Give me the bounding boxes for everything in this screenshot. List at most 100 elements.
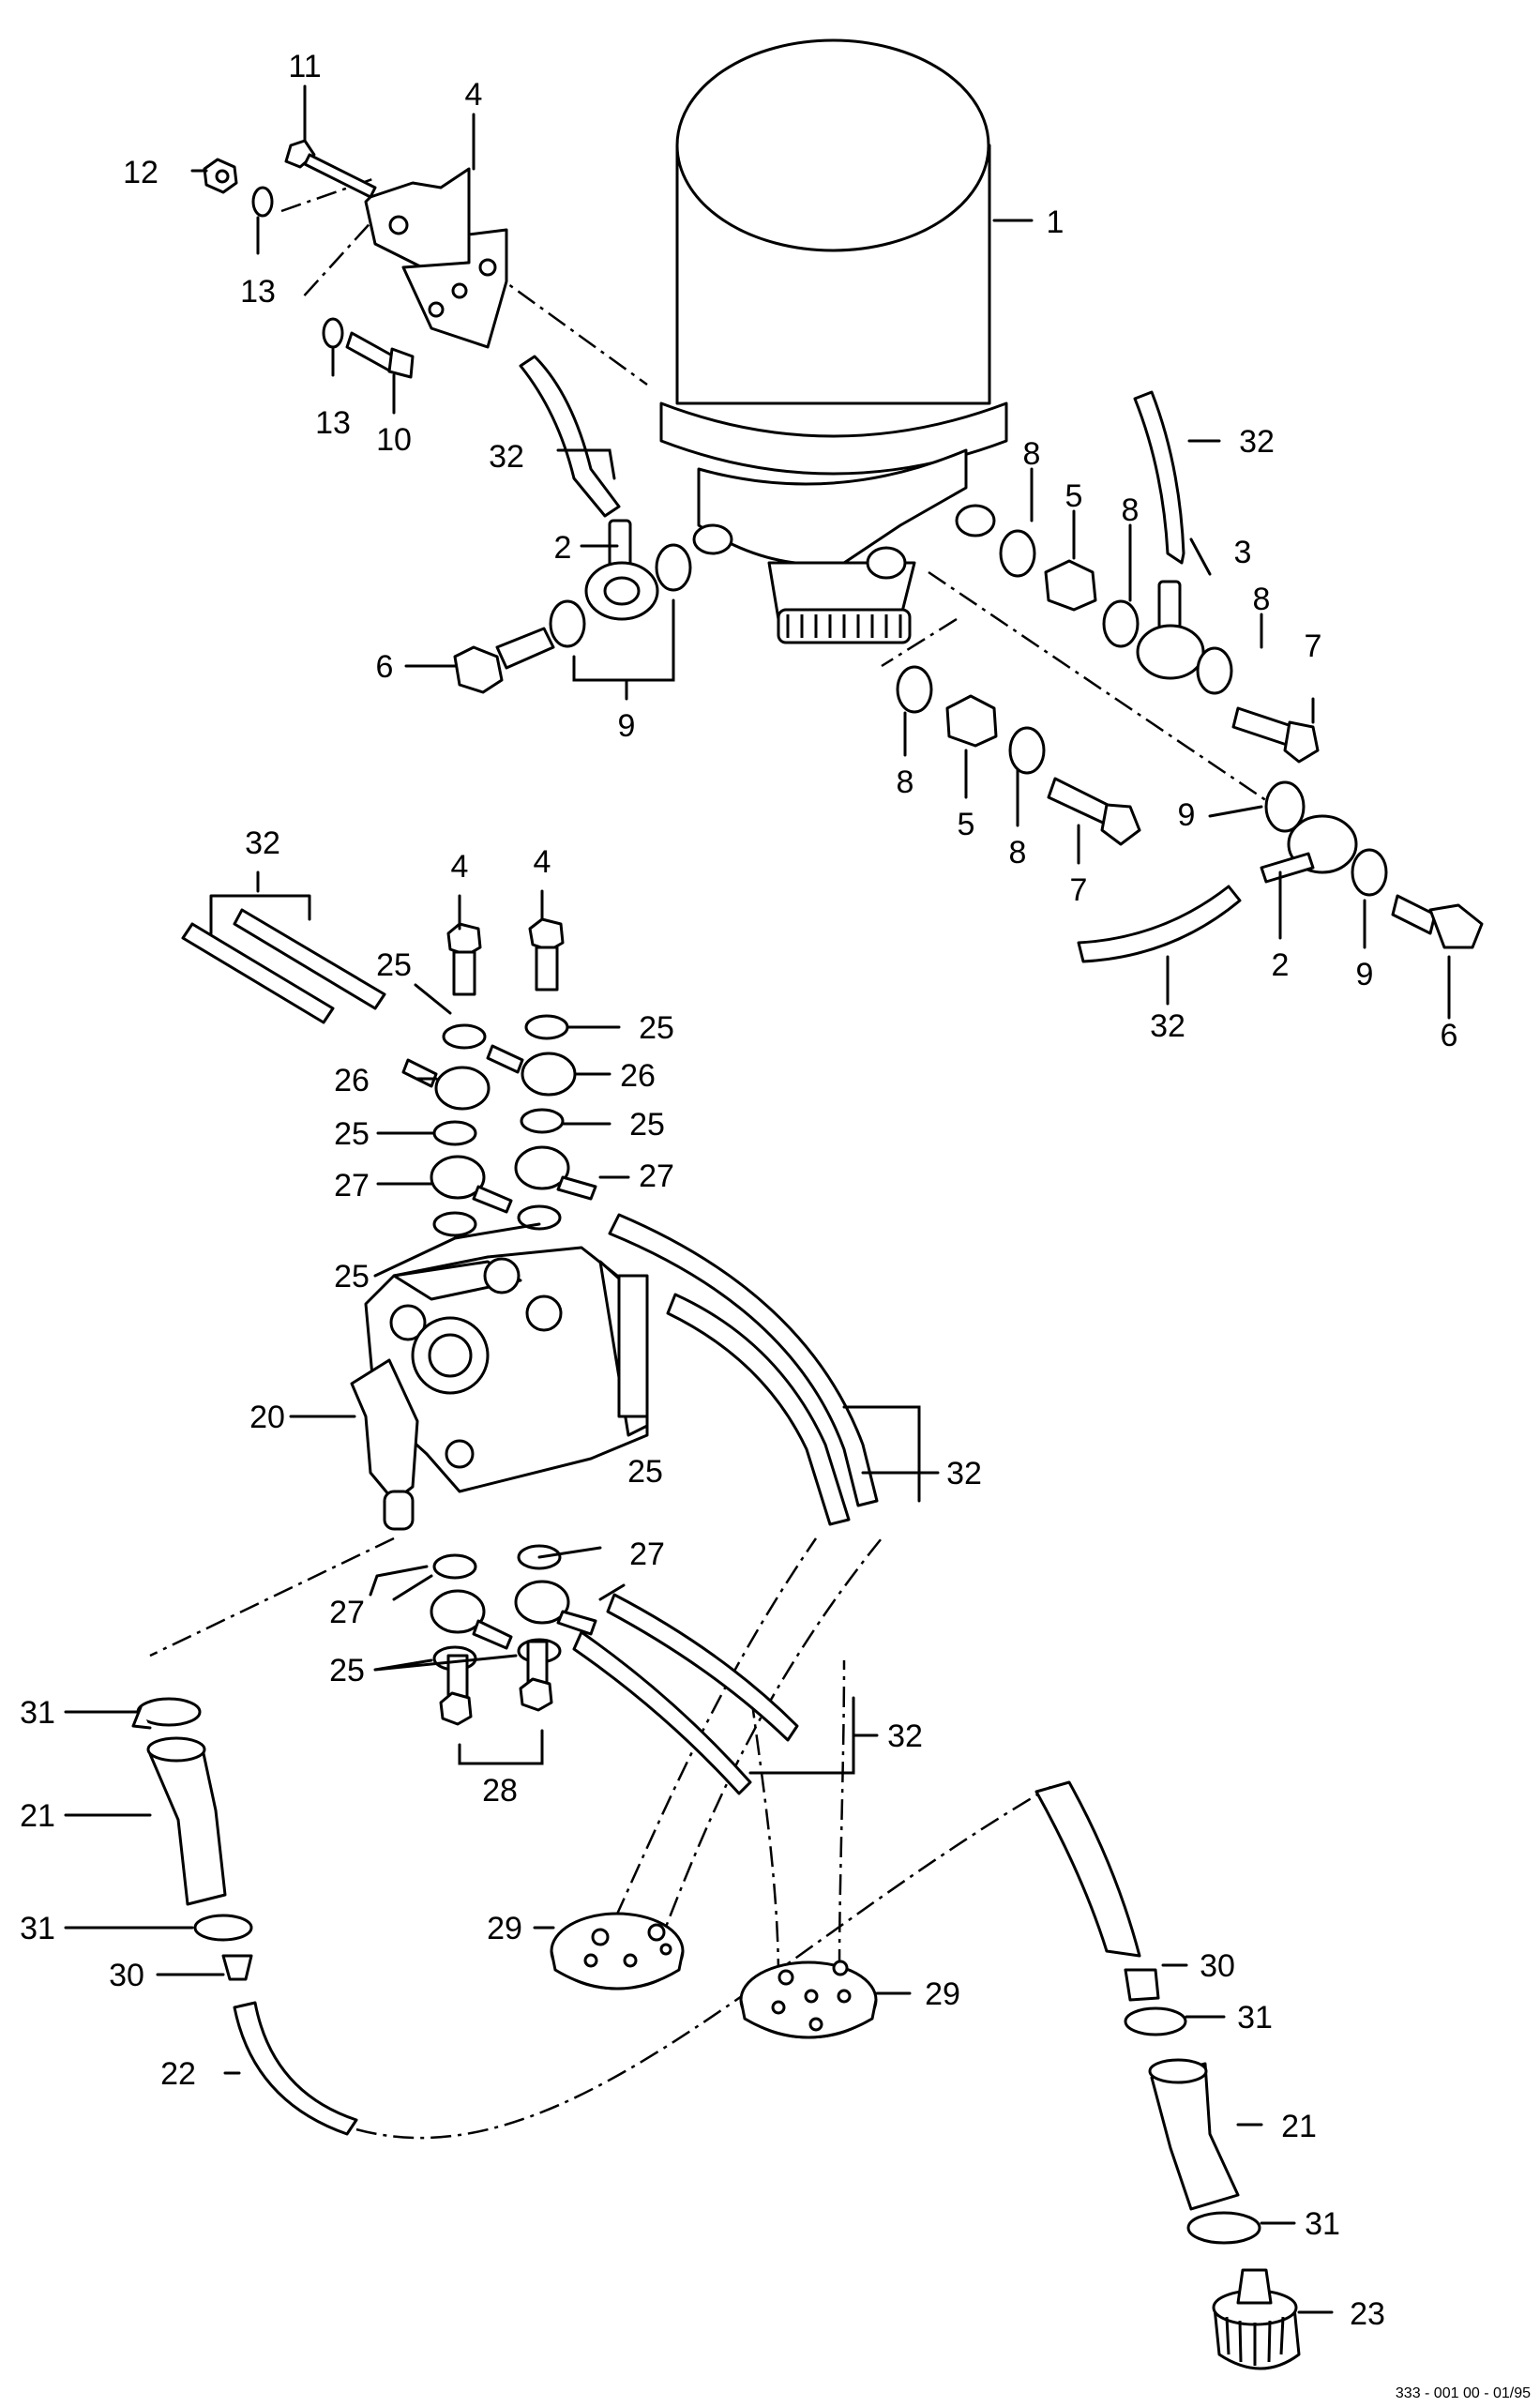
banjo-27-right-upper [514, 1145, 597, 1201]
hose-clamp-31-d [1186, 2211, 1261, 2245]
hose-32-lower-a [606, 1593, 799, 1742]
banjo-fitting-2-right [1260, 814, 1358, 884]
callout-30-left: 30 [109, 1958, 144, 1993]
callout-25-7: 25 [329, 1653, 365, 1688]
plug-5-lower [945, 694, 998, 748]
callout-7-upper: 7 [1305, 628, 1322, 664]
washer-9-left-b [655, 543, 692, 592]
washer-8-b [1102, 599, 1140, 648]
banjo-27-right-lower [514, 1580, 597, 1636]
callout-8-e: 8 [1009, 835, 1027, 870]
washer-8-e [1008, 726, 1046, 775]
callout-29-left: 29 [487, 1911, 522, 1946]
seal-ring-25-4 [520, 1108, 565, 1134]
callout-31-d: 31 [1305, 2206, 1340, 2242]
callout-31-a: 31 [20, 1695, 55, 1731]
callout-12: 12 [123, 155, 159, 190]
air-dryer-cartridge [659, 38, 1008, 644]
seal-ring-25-3 [432, 1120, 477, 1146]
callout-2-right: 2 [1272, 947, 1290, 983]
callout-32-upper-right: 32 [1239, 424, 1275, 460]
callout-29-right: 29 [925, 1976, 960, 2012]
callout-26-right: 26 [620, 1058, 656, 1094]
banjo-bolt-28-left [439, 1654, 473, 1726]
hose-clamp-31-b [193, 1914, 253, 1942]
callout-32-right-hose: 32 [1150, 1008, 1185, 1044]
bolt-11 [284, 139, 377, 199]
banjo-27-left-lower [430, 1589, 513, 1650]
hose-clamp-31-a [131, 1697, 202, 1730]
callout-32-long: 32 [946, 1456, 982, 1491]
callout-32-upper-left: 32 [489, 439, 524, 475]
washer-8-d [896, 665, 933, 714]
washer-13-upper [251, 186, 274, 218]
banjo-26-left [401, 1058, 491, 1111]
bolt-10 [345, 331, 415, 379]
grommet-29-left [550, 1912, 685, 1991]
hose-22 [233, 2001, 358, 2136]
callout-4-bracket: 4 [465, 77, 483, 113]
valve-body-20 [350, 1246, 649, 1531]
callout-11: 11 [288, 49, 321, 84]
banjo-bolt-6-left [453, 627, 555, 694]
callout-6-right: 6 [1441, 1018, 1458, 1053]
hose-32-long-a [608, 1213, 879, 1507]
callout-27-lower-right: 27 [629, 1537, 665, 1572]
callout-8-d: 8 [897, 764, 914, 800]
callout-23: 23 [1350, 2296, 1385, 2332]
bolt-7-lower [1047, 777, 1141, 846]
callout-21-left: 21 [20, 1798, 55, 1834]
callout-25-3: 25 [334, 1116, 370, 1152]
cap-23 [1212, 2268, 1301, 2370]
seal-ring-25-6 [517, 1204, 562, 1231]
callout-8-b: 8 [1122, 492, 1140, 528]
washer-8-a [999, 529, 1036, 578]
callout-25-5: 25 [334, 1259, 370, 1294]
washer-13-lower [322, 317, 344, 349]
drawing-code: 333 - 001 00 - 01/95 [1396, 2385, 1531, 2401]
washer-9-right-b [1351, 848, 1388, 897]
banjo-bolt-28-right [519, 1640, 553, 1712]
callout-31-c: 31 [1237, 2000, 1273, 2036]
seal-ring-25-2 [524, 1014, 569, 1040]
adapter-21-left [146, 1736, 227, 1906]
callout-9-right-a: 9 [1178, 797, 1196, 833]
callout-13-upper: 13 [240, 274, 276, 310]
bolt-7-upper [1231, 706, 1320, 764]
mounting-bracket [364, 167, 508, 349]
seal-ring-25-1 [442, 1023, 487, 1050]
callout-numbers: 1 2 2 3 4 4 4 5 5 6 6 7 7 8 8 8 8 8 9 9 … [20, 49, 1457, 2332]
callout-32-tubes: 32 [245, 825, 280, 861]
callout-2-left: 2 [554, 530, 572, 566]
plug-5-upper [1044, 559, 1097, 612]
callout-27-upper-left: 27 [334, 1168, 370, 1204]
callout-25-1: 25 [376, 947, 412, 983]
seal-ring-25-5 [432, 1211, 477, 1237]
banjo-27-left-upper [430, 1155, 513, 1214]
callout-3: 3 [1234, 535, 1252, 570]
callout-5-lower: 5 [958, 807, 975, 842]
washer-9-left-a [549, 599, 586, 648]
hose-clamp-31-c [1124, 2006, 1187, 2036]
callout-21-right: 21 [1281, 2109, 1317, 2144]
banjo-fitting-2-left [584, 519, 659, 621]
hose-32-top-right [1133, 390, 1185, 565]
washer-8-c [1196, 646, 1233, 695]
banjo-bolt-6-right [1391, 894, 1484, 949]
callout-13-lower: 13 [315, 405, 351, 441]
callout-27-lower-left: 27 [329, 1595, 365, 1630]
hose-32-long-b [666, 1293, 851, 1526]
adapter-21-right [1148, 2058, 1240, 2211]
callout-25-6: 25 [627, 1454, 663, 1490]
callout-10: 10 [376, 422, 412, 458]
leader-lines [64, 84, 1451, 2314]
nut-12 [203, 158, 238, 194]
callout-26-left: 26 [334, 1063, 370, 1098]
callout-9-left: 9 [618, 708, 636, 744]
callout-25-4: 25 [629, 1107, 665, 1143]
callout-4-stack-left: 4 [451, 849, 469, 885]
callout-20: 20 [249, 1400, 285, 1435]
hose-32-right [1077, 885, 1242, 963]
